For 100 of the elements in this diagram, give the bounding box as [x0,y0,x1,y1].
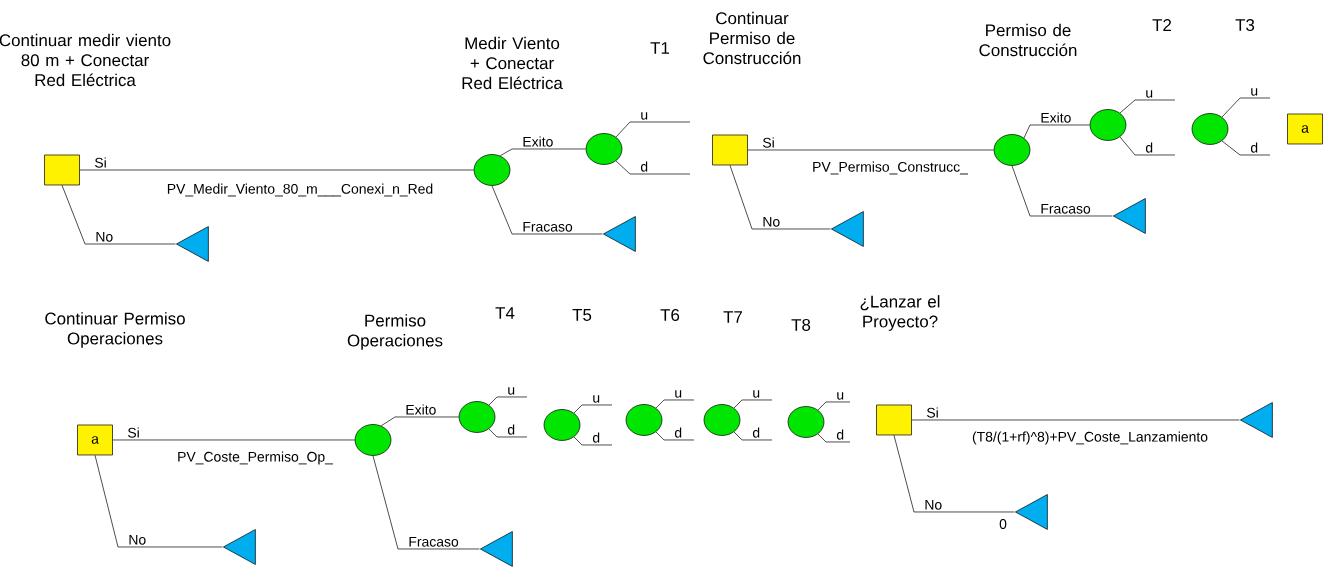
column-heading: T4 [495,307,515,319]
end-triangle [831,211,864,247]
edge-label: d [752,427,760,438]
branch-line [893,435,1015,513]
column-heading: Permiso de Construcción [979,23,1077,57]
edge-label: Si [95,157,106,168]
branch-line [747,149,994,151]
edge-label: d [1250,142,1258,153]
edge-label: Exito [1041,112,1071,123]
branch-line [1119,99,1176,114]
branch-line [488,428,528,438]
branch-line [1221,97,1271,118]
decision-square [44,154,80,186]
end-triangle [1015,494,1048,530]
chance-circle [585,133,623,165]
branch-line [488,396,528,406]
branch-line [615,160,691,175]
column-heading: Continuar medir viento 80 m + Conectar Red Eléctrica [0,33,171,87]
payoff-label: PV_Permiso_Construcc_ [813,161,969,175]
column-heading: Continuar Permiso de Construcción [703,11,801,65]
payoff-label: (T8/(1+rf)^8)+PV_Coste_Lanzamiento [972,431,1208,445]
end-triangle [223,529,256,565]
chance-circle [703,404,741,436]
column-heading: T3 [1235,19,1255,31]
edge-label: Fracaso [523,221,573,232]
branch-line [1221,140,1271,156]
edge-label: d [507,424,515,435]
edge-label: u [1146,90,1153,98]
edge-label: u [641,112,648,120]
branch-line [79,169,474,171]
edge-label: No [129,534,146,545]
branch-line [112,439,355,441]
branch-line [655,399,695,409]
branch-line [372,455,480,550]
end-triangle [480,531,513,567]
branch-line [911,419,1240,421]
branch-line [1011,165,1113,217]
edge-label: Exito [406,404,436,415]
branch-line [733,431,773,441]
payoff-label: 0 [999,519,1007,529]
edge-label: d [674,427,682,438]
branch-line [573,404,613,414]
edge-label: d [640,161,648,172]
chance-circle [993,134,1031,166]
edge-label: u [753,390,760,398]
branch-line [615,121,691,138]
column-heading: T5 [572,309,592,321]
chance-circle [354,424,392,456]
branch-line [733,399,773,409]
column-heading: ¿Lanzar el Proyecto? [860,295,940,331]
end-triangle [176,226,209,262]
branch-line [573,436,613,446]
branch-line [94,455,223,548]
edge-label: d [592,432,600,443]
edge-label: Si [763,137,774,148]
chance-circle [543,409,581,441]
connector-box: a [1287,113,1323,145]
edge-label: u [593,395,600,403]
edge-label: Si [927,407,938,418]
end-triangle [603,216,636,252]
chance-circle [1089,109,1127,141]
chance-circle [473,154,511,186]
edge-label: u [837,392,844,400]
branch-line [655,431,695,441]
edge-label: No [925,499,942,510]
column-heading: T2 [1152,19,1172,31]
edge-label: d [836,429,844,440]
payoff-label: PV_Medir_Viento_80_m___Conexi_n_Red [167,183,433,197]
column-heading: T6 [660,309,680,321]
decision-square [712,134,748,166]
edge-label: u [1251,88,1258,96]
branch-line [729,165,831,230]
column-heading: T7 [723,311,743,323]
branch-line [61,185,176,245]
branch-line [1119,136,1176,156]
chance-circle [458,401,496,433]
decision-square [876,404,912,436]
chance-circle [787,406,825,438]
branch-line [491,185,603,235]
branch-line [817,433,851,443]
connector-box: a [77,424,113,456]
column-heading: Continuar Permiso Operaciones [45,312,185,348]
edge-label: u [675,390,682,398]
edge-label: No [96,231,113,242]
branch-line [380,416,459,427]
branch-line [1023,124,1090,139]
column-heading: T8 [791,319,811,331]
column-heading: T1 [650,42,670,54]
chance-circle [1191,113,1229,145]
edge-label: Fracaso [409,536,459,547]
chance-circle [625,404,663,436]
payoff-label: PV_Coste_Permiso_Op_ [178,451,334,465]
edge-label: Si [128,427,139,438]
edge-label: Fracaso [1041,203,1091,214]
edge-label: Exito [523,136,553,147]
branch-line [499,148,586,157]
edge-label: No [763,216,780,227]
end-triangle [1240,402,1273,438]
column-heading: Permiso Operaciones [347,314,443,350]
edge-label: d [1145,142,1153,153]
